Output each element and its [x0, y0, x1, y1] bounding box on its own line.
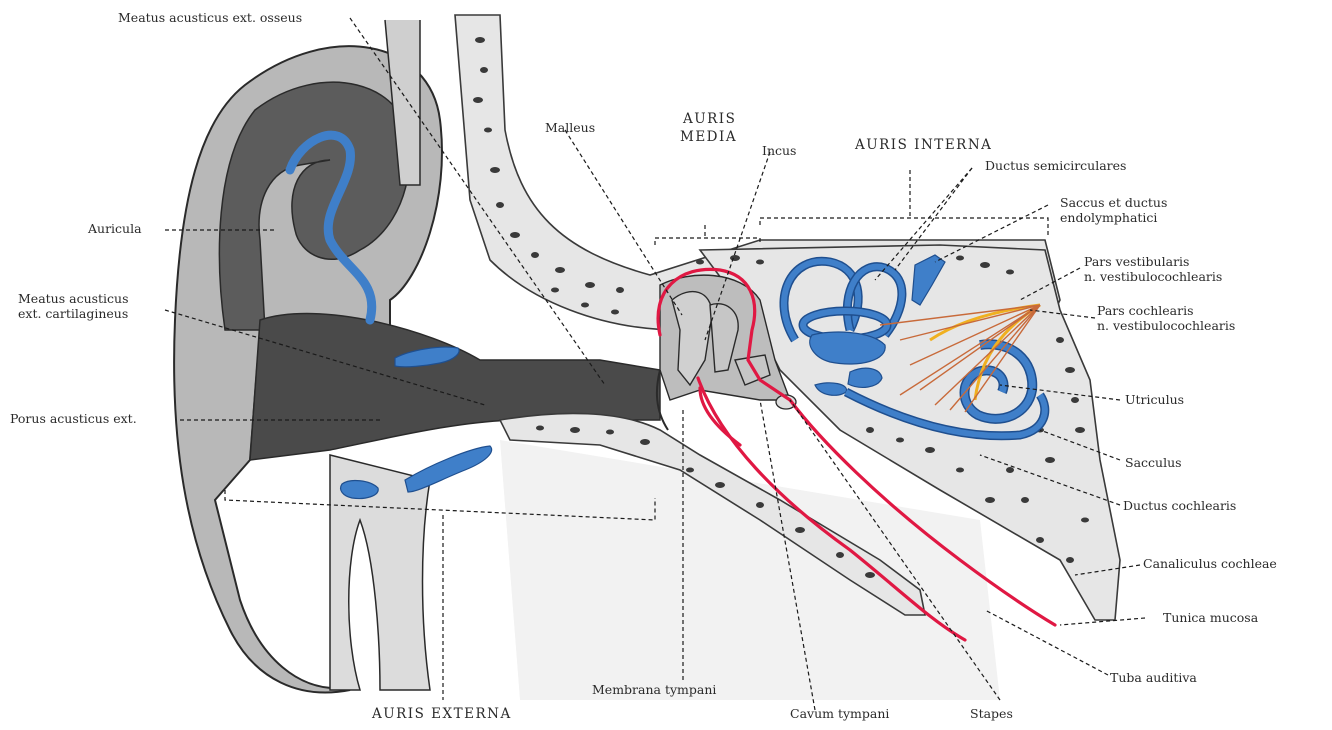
label-meatus-osseus: Meatus acusticus ext. osseus [118, 10, 302, 25]
label-saccus-2: endolymphatici [1060, 210, 1157, 225]
label-malleus: Malleus [545, 120, 595, 135]
label-membrana-tympani: Membrana tympani [592, 682, 716, 697]
label-auricula: Auricula [87, 221, 142, 236]
label-tuba-auditiva: Tuba auditiva [1110, 670, 1197, 685]
label-saccus-1: Saccus et ductus [1060, 195, 1167, 210]
label-auris-media-2: MEDIA [680, 129, 737, 145]
label-meatus-cart-1: Meatus acusticus [18, 291, 129, 306]
label-ductus-cochlearis: Ductus cochlearis [1123, 498, 1236, 513]
label-auris-externa: AURIS EXTERNA [371, 706, 512, 722]
label-auris-media-1: AURIS [682, 111, 736, 127]
label-utriculus: Utriculus [1125, 392, 1184, 407]
label-ductus-semicirculares: Ductus semicirculares [985, 158, 1126, 173]
label-canaliculus-cochleae: Canaliculus cochleae [1143, 556, 1277, 571]
label-porus-acusticus: Porus acusticus ext. [10, 411, 137, 426]
label-pars-cochlearis-2: n. vestibulocochlearis [1097, 318, 1235, 333]
label-pars-vestibularis-2: n. vestibulocochlearis [1084, 269, 1222, 284]
label-auris-interna: AURIS INTERNA [854, 137, 992, 153]
label-pars-vestibularis-1: Pars vestibularis [1084, 254, 1189, 269]
label-cavum-tympani: Cavum tympani [790, 706, 889, 721]
label-tunica-mucosa: Tunica mucosa [1163, 610, 1259, 625]
label-incus: Incus [762, 143, 796, 158]
label-meatus-cart-2: ext. cartilagineus [18, 306, 128, 321]
label-stapes: Stapes [970, 706, 1013, 721]
label-pars-cochlearis-1: Pars cochlearis [1097, 303, 1193, 318]
label-sacculus: Sacculus [1125, 455, 1182, 470]
